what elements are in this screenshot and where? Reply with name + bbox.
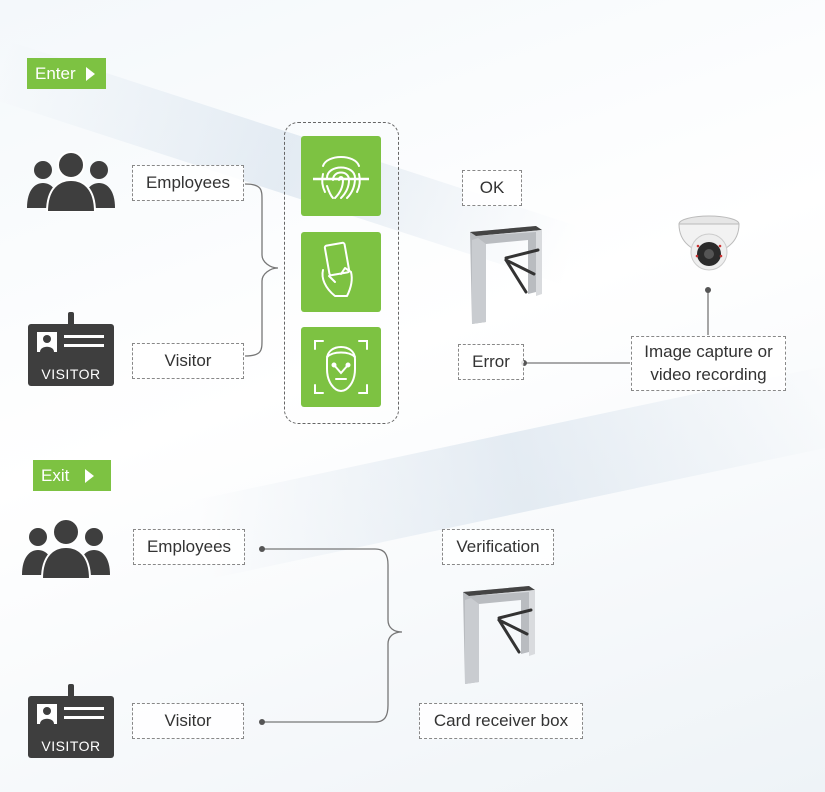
card-icon bbox=[321, 241, 353, 297]
play-arrow-icon bbox=[85, 66, 95, 81]
employees-group-icon bbox=[27, 151, 115, 212]
enter-visitor-label: Visitor bbox=[132, 343, 244, 379]
exit-bracket bbox=[262, 548, 403, 723]
enter-bracket bbox=[244, 183, 279, 357]
fingerprint-icon bbox=[313, 156, 369, 199]
visitor-badge-icon: VISITOR bbox=[28, 312, 114, 386]
capture-label: Image capture or video recording bbox=[631, 336, 786, 391]
exit-visitor-label: Visitor bbox=[132, 703, 244, 739]
card-tile bbox=[301, 232, 381, 312]
id-badge-icon bbox=[28, 312, 114, 386]
ok-label: OK bbox=[462, 170, 522, 206]
employees-group-icon bbox=[22, 518, 110, 579]
face-icon bbox=[314, 340, 368, 394]
turnstile-icon bbox=[470, 226, 542, 324]
face-tile bbox=[301, 327, 381, 407]
id-badge-icon bbox=[28, 684, 114, 758]
enter-tag: Enter bbox=[27, 58, 106, 89]
exit-tag-label: Exit bbox=[41, 465, 70, 485]
exit-employees-label: Employees bbox=[133, 529, 245, 565]
fingerprint-tile bbox=[301, 136, 381, 216]
visitor-badge-text: VISITOR bbox=[41, 738, 101, 754]
visitor-badge-icon: VISITOR bbox=[28, 684, 114, 758]
visitor-badge-text: VISITOR bbox=[41, 366, 101, 382]
dome-camera-icon bbox=[678, 215, 740, 271]
authentication-methods-group bbox=[284, 122, 399, 424]
card-receiver-label: Card receiver box bbox=[419, 703, 583, 739]
capture-label-line2: video recording bbox=[650, 364, 767, 384]
capture-label-line1: Image capture or bbox=[644, 342, 773, 362]
play-arrow-icon bbox=[85, 468, 95, 483]
verification-label: Verification bbox=[442, 529, 554, 565]
enter-tag-label: Enter bbox=[35, 63, 76, 83]
exit-tag: Exit bbox=[33, 460, 111, 491]
enter-employees-label: Employees bbox=[132, 165, 244, 201]
turnstile-icon bbox=[463, 586, 535, 684]
error-label: Error bbox=[458, 344, 524, 380]
